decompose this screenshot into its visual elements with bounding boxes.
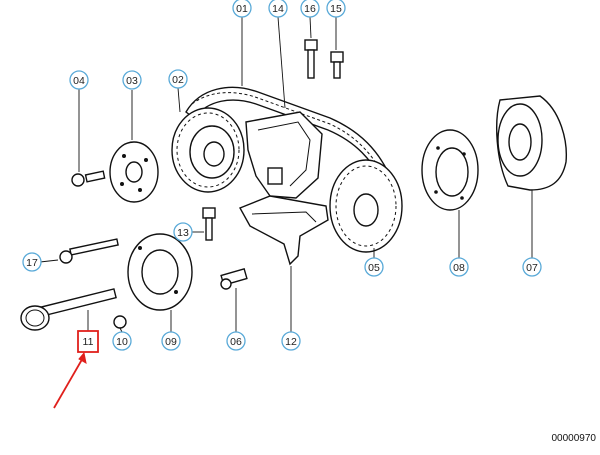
svg-text:03: 03 (126, 75, 138, 87)
callout-16: 16 (300, 0, 320, 18)
flange-ring (421, 129, 479, 211)
svg-text:05: 05 (368, 262, 380, 274)
bolt-04 (71, 170, 106, 187)
thrust-washer (127, 233, 193, 311)
bolt-13 (202, 207, 216, 241)
callout-11-highlighted: 11 (77, 330, 99, 353)
stud-06 (220, 268, 248, 290)
svg-text:02: 02 (172, 74, 184, 86)
callout-15: 15 (326, 0, 346, 18)
highlight-arrow-icon (53, 351, 87, 409)
callout-01: 01 (232, 0, 252, 18)
chain-guide (239, 195, 329, 266)
svg-text:08: 08 (453, 262, 465, 274)
callout-04: 04 (69, 70, 89, 90)
callout-02: 02 (168, 69, 188, 89)
callout-06: 06 (226, 331, 246, 351)
svg-text:13: 13 (177, 227, 189, 239)
cover-hub (496, 95, 567, 191)
svg-text:01: 01 (236, 3, 248, 15)
svg-text:17: 17 (26, 257, 38, 269)
callout-13: 13 (173, 222, 193, 242)
callout-14: 14 (268, 0, 288, 18)
callout-05: 05 (364, 257, 384, 277)
svg-text:11: 11 (83, 336, 94, 348)
callout-08: 08 (449, 257, 469, 277)
flange-washer (109, 141, 159, 203)
svg-text:06: 06 (230, 336, 242, 348)
callout-12: 12 (281, 331, 301, 351)
camshaft-sprocket (171, 107, 245, 193)
svg-text:09: 09 (165, 336, 177, 348)
crank-sprocket (329, 159, 403, 253)
svg-text:12: 12 (285, 336, 297, 348)
bolt-15 (330, 51, 344, 79)
tensioner-housing (245, 111, 323, 199)
svg-text:04: 04 (73, 75, 85, 87)
image-code: 00000970 (552, 433, 597, 444)
callout-07: 07 (522, 257, 542, 277)
bolt-16 (304, 39, 318, 79)
leader-lines (39, 16, 533, 333)
svg-text:16: 16 (304, 3, 316, 15)
callout-09: 09 (161, 331, 181, 351)
callout-03: 03 (122, 70, 142, 90)
idler-shaft (20, 288, 117, 331)
svg-text:10: 10 (116, 336, 128, 348)
svg-text:07: 07 (526, 262, 538, 274)
nut-10 (113, 315, 127, 329)
callout-17: 17 (22, 252, 42, 272)
svg-text:15: 15 (330, 3, 342, 15)
bolt-17 (59, 238, 119, 264)
callout-10: 10 (112, 331, 132, 351)
svg-text:14: 14 (272, 3, 284, 15)
